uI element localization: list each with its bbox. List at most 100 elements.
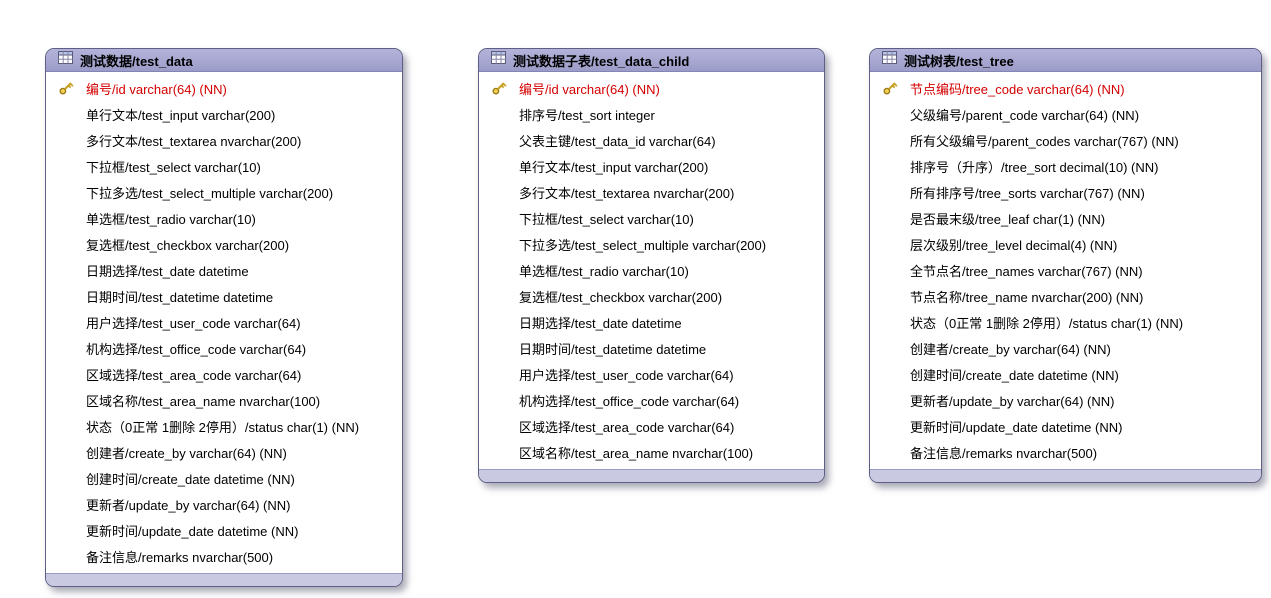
field-definition: 备注信息/remarks nvarchar(500) (86, 549, 274, 565)
field-row[interactable]: 全节点名/tree_names varchar(767) (NN) (870, 257, 1261, 283)
field-row[interactable]: 创建时间/create_date datetime (NN) (46, 465, 402, 491)
key-icon (479, 79, 519, 97)
field-definition: 日期时间/test_datetime datetime (86, 289, 274, 305)
field-row[interactable]: 多行文本/test_textarea nvarchar(200) (46, 127, 402, 153)
field-row[interactable]: 创建者/create_by varchar(64) (NN) (46, 439, 402, 465)
field-row[interactable]: 单行文本/test_input varchar(200) (46, 101, 402, 127)
field-definition: 状态（0正常 1删除 2停用）/status char(1) (NN) (86, 419, 360, 435)
table-header-test_tree[interactable]: 测试树表/test_tree (870, 49, 1261, 72)
field-row-primary-key[interactable]: 编号/id varchar(64) (NN) (46, 75, 402, 101)
table-test_data[interactable]: 测试数据/test_data 编号/id varchar(64) (NN) 单行文… (45, 48, 403, 587)
field-row[interactable]: 区域选择/test_area_code varchar(64) (46, 361, 402, 387)
field-definition: 多行文本/test_textarea nvarchar(200) (519, 185, 735, 201)
field-definition: 是否最末级/tree_leaf char(1) (NN) (910, 211, 1106, 227)
field-row[interactable]: 排序号（升序）/tree_sort decimal(10) (NN) (870, 153, 1261, 179)
table-icon (882, 51, 897, 69)
field-row[interactable]: 单行文本/test_input varchar(200) (479, 153, 824, 179)
field-definition: 层次级别/tree_level decimal(4) (NN) (910, 237, 1118, 253)
table-icon (491, 51, 506, 69)
field-row[interactable]: 父表主键/test_data_id varchar(64) (479, 127, 824, 153)
field-definition: 复选框/test_checkbox varchar(200) (519, 289, 723, 305)
field-definition: 排序号（升序）/tree_sort decimal(10) (NN) (910, 159, 1159, 175)
field-row[interactable]: 日期时间/test_datetime datetime (46, 283, 402, 309)
field-row[interactable]: 备注信息/remarks nvarchar(500) (870, 439, 1261, 465)
field-definition: 下拉框/test_select varchar(10) (86, 159, 261, 175)
table-footer (46, 573, 402, 586)
field-row[interactable]: 下拉框/test_select varchar(10) (479, 205, 824, 231)
field-row-primary-key[interactable]: 节点编码/tree_code varchar(64) (NN) (870, 75, 1261, 101)
field-definition: 更新时间/update_date datetime (NN) (910, 419, 1123, 435)
field-row[interactable]: 区域选择/test_area_code varchar(64) (479, 413, 824, 439)
field-definition: 编号/id varchar(64) (NN) (86, 81, 227, 97)
field-row[interactable]: 所有父级编号/parent_codes varchar(767) (NN) (870, 127, 1261, 153)
field-definition: 用户选择/test_user_code varchar(64) (86, 315, 301, 331)
field-row[interactable]: 创建时间/create_date datetime (NN) (870, 361, 1261, 387)
field-definition: 日期时间/test_datetime datetime (519, 341, 707, 357)
field-row[interactable]: 下拉多选/test_select_multiple varchar(200) (479, 231, 824, 257)
field-definition: 父表主键/test_data_id varchar(64) (519, 133, 716, 149)
field-row[interactable]: 区域名称/test_area_name nvarchar(100) (46, 387, 402, 413)
field-row[interactable]: 创建者/create_by varchar(64) (NN) (870, 335, 1261, 361)
field-definition: 机构选择/test_office_code varchar(64) (86, 341, 307, 357)
field-definition: 区域名称/test_area_name nvarchar(100) (519, 445, 754, 461)
field-definition: 更新者/update_by varchar(64) (NN) (86, 497, 291, 513)
key-icon (870, 79, 910, 97)
field-row[interactable]: 区域名称/test_area_name nvarchar(100) (479, 439, 824, 465)
field-row[interactable]: 机构选择/test_office_code varchar(64) (479, 387, 824, 413)
key-icon (46, 79, 86, 97)
field-row[interactable]: 日期时间/test_datetime datetime (479, 335, 824, 361)
field-definition: 区域选择/test_area_code varchar(64) (86, 367, 302, 383)
field-row[interactable]: 机构选择/test_office_code varchar(64) (46, 335, 402, 361)
field-definition: 节点编码/tree_code varchar(64) (NN) (910, 81, 1125, 97)
field-definition: 更新者/update_by varchar(64) (NN) (910, 393, 1115, 409)
field-definition: 更新时间/update_date datetime (NN) (86, 523, 299, 539)
field-definition: 排序号/test_sort integer (519, 107, 655, 123)
field-row[interactable]: 单选框/test_radio varchar(10) (46, 205, 402, 231)
field-row[interactable]: 更新者/update_by varchar(64) (NN) (46, 491, 402, 517)
field-row[interactable]: 层次级别/tree_level decimal(4) (NN) (870, 231, 1261, 257)
field-definition: 父级编号/parent_code varchar(64) (NN) (910, 107, 1140, 123)
field-row[interactable]: 用户选择/test_user_code varchar(64) (479, 361, 824, 387)
field-row[interactable]: 复选框/test_checkbox varchar(200) (479, 283, 824, 309)
field-row[interactable]: 更新时间/update_date datetime (NN) (870, 413, 1261, 439)
field-row[interactable]: 更新时间/update_date datetime (NN) (46, 517, 402, 543)
field-row[interactable]: 备注信息/remarks nvarchar(500) (46, 543, 402, 569)
field-definition: 多行文本/test_textarea nvarchar(200) (86, 133, 302, 149)
field-row-primary-key[interactable]: 编号/id varchar(64) (NN) (479, 75, 824, 101)
field-definition: 下拉框/test_select varchar(10) (519, 211, 694, 227)
table-header-test_data_child[interactable]: 测试数据子表/test_data_child (479, 49, 824, 72)
field-row[interactable]: 下拉框/test_select varchar(10) (46, 153, 402, 179)
field-row[interactable]: 单选框/test_radio varchar(10) (479, 257, 824, 283)
field-row[interactable]: 多行文本/test_textarea nvarchar(200) (479, 179, 824, 205)
field-row[interactable]: 复选框/test_checkbox varchar(200) (46, 231, 402, 257)
field-row[interactable]: 日期选择/test_date datetime (46, 257, 402, 283)
field-row[interactable]: 用户选择/test_user_code varchar(64) (46, 309, 402, 335)
field-definition: 区域选择/test_area_code varchar(64) (519, 419, 735, 435)
field-row[interactable]: 所有排序号/tree_sorts varchar(767) (NN) (870, 179, 1261, 205)
field-definition: 备注信息/remarks nvarchar(500) (910, 445, 1098, 461)
table-title: 测试数据/test_data (80, 53, 193, 69)
table-title: 测试树表/test_tree (904, 53, 1014, 69)
field-definition: 创建时间/create_date datetime (NN) (910, 367, 1119, 383)
field-row[interactable]: 下拉多选/test_select_multiple varchar(200) (46, 179, 402, 205)
field-definition: 全节点名/tree_names varchar(767) (NN) (910, 263, 1143, 279)
table-test_data_child[interactable]: 测试数据子表/test_data_child 编号/id varchar(64)… (478, 48, 825, 483)
table-footer (870, 469, 1261, 482)
field-row[interactable]: 节点名称/tree_name nvarchar(200) (NN) (870, 283, 1261, 309)
field-row[interactable]: 是否最末级/tree_leaf char(1) (NN) (870, 205, 1261, 231)
table-fields: 编号/id varchar(64) (NN) 排序号/test_sort inte… (479, 72, 824, 469)
field-definition: 节点名称/tree_name nvarchar(200) (NN) (910, 289, 1144, 305)
field-row[interactable]: 排序号/test_sort integer (479, 101, 824, 127)
field-row[interactable]: 状态（0正常 1删除 2停用）/status char(1) (NN) (870, 309, 1261, 335)
field-definition: 编号/id varchar(64) (NN) (519, 81, 660, 97)
field-definition: 创建时间/create_date datetime (NN) (86, 471, 295, 487)
field-row[interactable]: 日期选择/test_date datetime (479, 309, 824, 335)
field-row[interactable]: 更新者/update_by varchar(64) (NN) (870, 387, 1261, 413)
table-header-test_data[interactable]: 测试数据/test_data (46, 49, 402, 72)
field-row[interactable]: 状态（0正常 1删除 2停用）/status char(1) (NN) (46, 413, 402, 439)
table-fields: 编号/id varchar(64) (NN) 单行文本/test_input va… (46, 72, 402, 573)
field-row[interactable]: 父级编号/parent_code varchar(64) (NN) (870, 101, 1261, 127)
table-test_tree[interactable]: 测试树表/test_tree 节点编码/tree_code varchar(64… (869, 48, 1262, 483)
field-definition: 日期选择/test_date datetime (86, 263, 249, 279)
